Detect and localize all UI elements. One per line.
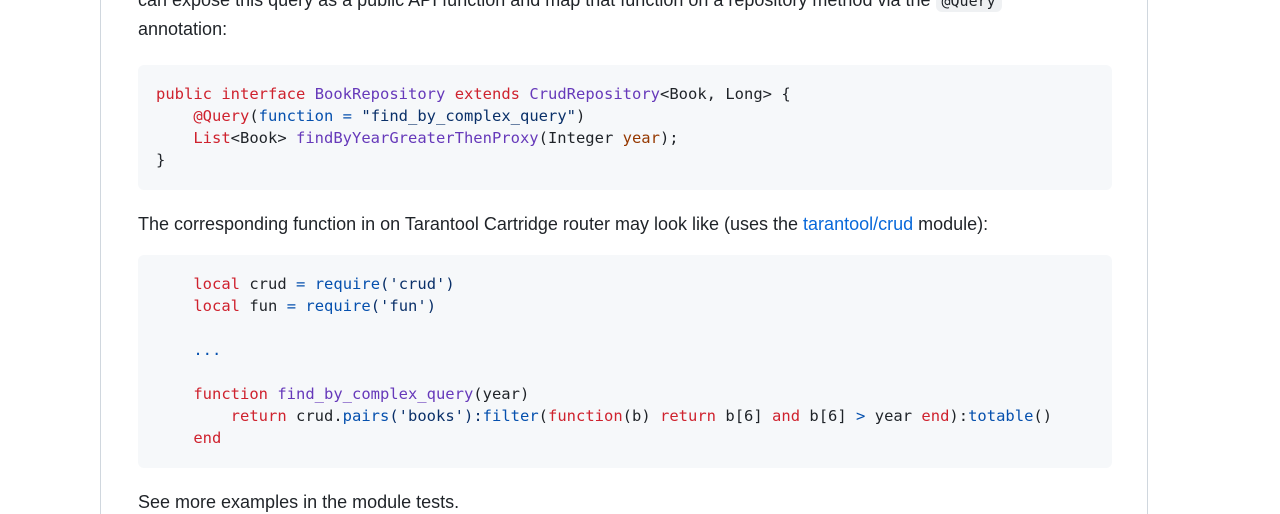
code-token: (Integer [538, 129, 623, 147]
code-token: > [856, 407, 866, 425]
code-token: findByYearGreaterThenProxy [296, 129, 539, 147]
code-token: end [921, 407, 950, 425]
footer-paragraph: See more examples in the module tests. [138, 488, 459, 514]
intro-text-line2: annotation: [138, 19, 228, 39]
code-token: ( [538, 407, 549, 425]
code-token: ) [576, 107, 586, 125]
java-code: public interface BookRepository extends … [156, 83, 1094, 171]
code-token: find_by_complex_query [277, 385, 474, 403]
content-frame [100, 0, 1148, 514]
code-token: year [622, 129, 660, 147]
code-token: ... [193, 341, 222, 359]
code-token: ): [949, 407, 969, 425]
code-token: function [193, 385, 268, 403]
code-token: ( [249, 107, 259, 125]
code-token: = [342, 107, 353, 125]
lua-code-block[interactable]: local crud = require('crud') local fun =… [138, 255, 1112, 468]
code-token: = [296, 275, 306, 293]
code-token: crud. [296, 407, 343, 425]
code-token: @Query [193, 107, 250, 125]
code-token: () [1033, 407, 1053, 425]
code-token: crud [249, 275, 287, 293]
code-token: return [660, 407, 717, 425]
code-token: <Book, Long> [660, 85, 772, 103]
code-token: extends [454, 85, 521, 103]
code-token: year [874, 407, 913, 425]
router-text: The corresponding function in on Taranto… [138, 214, 799, 234]
code-token: ('books'): [389, 407, 483, 425]
code-token: <Book> [230, 129, 287, 147]
code-token: local [193, 297, 240, 315]
code-token: ('fun') [370, 297, 437, 315]
java-code-block[interactable]: public interface BookRepository extends … [138, 65, 1112, 190]
router-text-tail: module): [918, 214, 989, 234]
code-token: interface [221, 85, 306, 103]
query-annotation-code: @Query [935, 0, 1002, 12]
code-token: function [548, 407, 623, 425]
code-token: require [305, 297, 371, 315]
code-token: b[6] [809, 407, 847, 425]
code-token: List [193, 129, 231, 147]
code-token: public [156, 85, 212, 103]
code-token: "find_by_complex_query" [361, 107, 576, 125]
code-token: fun [249, 297, 278, 315]
code-token: local [193, 275, 240, 293]
code-token: BookRepository [314, 85, 446, 103]
code-token: function [258, 107, 334, 125]
lua-code: local crud = require('crud') local fun =… [156, 273, 1094, 449]
code-token: require [314, 275, 381, 293]
footer-text: See more examples in the module tests. [138, 492, 460, 512]
code-token: return [230, 407, 287, 425]
tarantool-crud-link[interactable]: tarantool/crud [803, 214, 914, 234]
code-token: and [772, 407, 801, 425]
router-paragraph: The corresponding function in on Taranto… [138, 210, 988, 238]
code-token: } [156, 151, 166, 169]
code-token: totable [968, 407, 1034, 425]
code-token: pairs [342, 407, 390, 425]
code-token: ('crud') [380, 275, 455, 293]
code-token: (b) [622, 407, 651, 425]
code-token: filter [482, 407, 539, 425]
code-token: b[6] [725, 407, 763, 425]
code-token: { [781, 85, 791, 103]
code-token: (year) [473, 385, 530, 403]
code-token: CrudRepository [529, 85, 661, 103]
code-token: ); [659, 129, 679, 147]
code-token: end [193, 429, 222, 447]
intro-paragraph: can expose this query as a public API fu… [138, 0, 1002, 43]
intro-text: can expose this query as a public API fu… [138, 0, 931, 10]
code-token: = [286, 297, 297, 315]
